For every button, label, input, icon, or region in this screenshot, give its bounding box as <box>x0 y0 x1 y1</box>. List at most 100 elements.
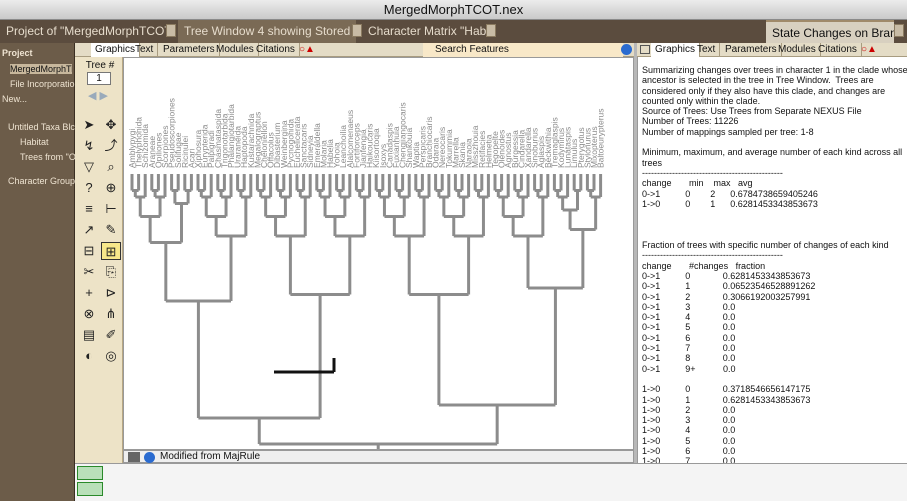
taxon-label[interactable]: Isoxys <box>378 144 388 168</box>
pointer-icon[interactable]: ➤ <box>83 117 95 132</box>
pencil-icon[interactable]: ✎ <box>105 222 117 237</box>
mode-eye-icon[interactable] <box>77 466 103 480</box>
taxon-label[interactable]: Palpigradi <box>206 130 216 168</box>
taxon-label[interactable]: Marrella <box>450 137 460 168</box>
ruler-icon[interactable]: ⊢ <box>105 201 117 216</box>
taxon-label[interactable]: Molaria <box>318 140 328 168</box>
add-taxon-icon[interactable]: ⊕ <box>105 180 117 195</box>
expand-icon[interactable]: ⊞ <box>101 242 121 260</box>
magnify-icon[interactable]: ⌕ <box>107 159 115 174</box>
pane-divider[interactable] <box>634 43 637 463</box>
taxon-label[interactable]: Fortiforceps <box>351 123 361 168</box>
taxon-label[interactable]: Aglaspis <box>536 136 546 168</box>
taxon-label[interactable]: Sanctacaris <box>299 124 309 168</box>
taxon-label[interactable]: Xandarella <box>523 127 533 168</box>
taxon-label[interactable]: Emeraldella <box>312 123 322 168</box>
plus-icon[interactable]: + <box>85 285 93 300</box>
taxon-label[interactable]: Perspicaris <box>417 126 427 168</box>
taxon-label[interactable]: Cheloniellon <box>259 121 269 168</box>
taxon-label[interactable]: Kustarachnida <box>246 113 256 168</box>
tree-icon[interactable]: ⋔ <box>105 306 117 321</box>
collapse-icon[interactable]: ⊟ <box>83 243 95 258</box>
sidebar-item-habitat[interactable]: Habitat <box>20 137 49 147</box>
taxon-label[interactable]: Haptopoda <box>239 126 249 168</box>
tab-graphics[interactable]: Graphics <box>91 43 141 57</box>
taxon-label[interactable]: Olenoides <box>497 130 507 168</box>
tab-text[interactable]: Text <box>131 43 159 57</box>
warning-icon[interactable]: ○▲ <box>299 44 315 55</box>
tab-modules[interactable]: Modules <box>774 43 821 57</box>
taxon-label[interactable]: Phalangiotarbida <box>226 104 236 168</box>
book-icon[interactable]: ▤ <box>82 327 96 342</box>
tab-close-icon[interactable] <box>486 24 496 37</box>
taxon-label[interactable]: Leanchoilia <box>338 125 348 168</box>
tab-tree-window[interactable]: Tree Window 4 showing Stored Trees <box>178 20 356 43</box>
taxon-label[interactable]: Kodymirus <box>556 128 566 168</box>
question-icon[interactable]: ? <box>85 180 93 195</box>
taxon-label[interactable]: Xiphosura <box>193 129 203 168</box>
tab-close-icon[interactable] <box>352 24 362 37</box>
tab-state-changes[interactable]: State Changes on Branches <box>766 20 894 43</box>
tree-number-field[interactable]: 1 <box>87 72 111 85</box>
note-icon[interactable]: ✐ <box>105 327 117 342</box>
taxon-label[interactable]: Mixopterus <box>589 126 599 168</box>
taxon-label[interactable]: Fuxianhuia <box>391 126 401 168</box>
triangle-icon[interactable]: ▽ <box>84 159 94 174</box>
info-icon[interactable] <box>144 452 155 463</box>
taxon-label[interactable]: Megalograptus <box>252 112 262 168</box>
tab-parameters[interactable]: Parameters <box>159 43 220 57</box>
taxon-label[interactable]: Skania <box>457 142 467 168</box>
tab-graphics[interactable]: Graphics <box>651 43 701 57</box>
taxon-label[interactable]: Dibasterium <box>272 123 282 168</box>
sidebar-item-incorporation[interactable]: File Incorporatio <box>10 79 75 89</box>
taxon-label[interactable]: Naraoia <box>464 138 474 168</box>
taxon-label[interactable]: Kiisortoqia <box>371 128 381 168</box>
tab-text[interactable]: Text <box>693 43 721 57</box>
taxon-label[interactable]: Canadaspis <box>384 123 394 168</box>
taxon-label[interactable]: Opiliones <box>153 133 163 168</box>
search-features-button[interactable]: Search Features <box>423 43 623 57</box>
taxon-label[interactable]: Offacolus <box>266 132 276 168</box>
taxon-label[interactable]: Tegopelte <box>490 131 500 168</box>
taxon-label[interactable]: Sidneyia <box>305 135 315 168</box>
sidebar-item-trees[interactable]: Trees from "O <box>20 152 76 162</box>
paste-icon[interactable]: ⎘ <box>105 264 117 279</box>
swap-icon[interactable]: ↯ <box>83 138 95 153</box>
taxon-label[interactable]: Sinoburius <box>530 128 540 168</box>
taxon-label[interactable]: Misszhouia <box>470 125 480 168</box>
taxon-label[interactable]: Burgessia <box>510 130 520 168</box>
sidebar-item-taxa[interactable]: Untitled Taxa Blc <box>8 122 75 132</box>
taxon-label[interactable]: Araneae <box>147 136 157 168</box>
taxon-label[interactable]: Helmetia <box>483 134 493 168</box>
tab-character-matrix[interactable]: Character Matrix "Habitat" <box>368 24 486 38</box>
taxon-label[interactable]: Eurypterida <box>200 124 210 168</box>
taxon-label[interactable]: Waptia <box>411 142 421 168</box>
taxon-label[interactable]: Ricinulei <box>180 136 190 168</box>
taxon-label[interactable]: Shankouia <box>404 128 414 168</box>
info-icon[interactable] <box>621 44 632 55</box>
taxon-label[interactable]: Alalcomenaeus <box>345 110 355 168</box>
taxon-label[interactable]: Acari <box>186 149 196 168</box>
reroot-icon[interactable]: ⤴ <box>104 138 118 153</box>
taxon-label[interactable]: Pseudoscorpiones <box>167 98 177 168</box>
taxon-label[interactable]: Uraraneida <box>233 126 243 168</box>
taxon-label[interactable]: Habelia <box>325 139 335 168</box>
sidebar-item-character-groups[interactable]: Character Groups <box>8 176 80 186</box>
arrow-icon[interactable]: ↗ <box>83 222 95 237</box>
tab-close-icon[interactable] <box>894 24 904 37</box>
taxon-label[interactable]: Pterygotus <box>576 127 586 168</box>
taxon-label[interactable]: Trigonotarbida <box>219 113 229 168</box>
sidebar-item-file[interactable]: MergedMorphTi <box>10 64 72 74</box>
tree-svg[interactable]: AmblypygiThelyphonidaSchizomidaAraneaeOp… <box>124 58 633 464</box>
window-close-icon[interactable] <box>640 45 650 54</box>
taxon-label[interactable]: Chasmataspida <box>213 109 223 168</box>
color-icon[interactable]: ◐ <box>85 348 93 363</box>
taxon-label[interactable]: Schizomida <box>140 124 150 168</box>
taxon-label[interactable]: Solifugae <box>173 132 183 168</box>
mode-eye-icon[interactable] <box>77 482 103 496</box>
tab-close-icon[interactable] <box>166 24 176 37</box>
taxon-label[interactable]: Lunataspis <box>563 127 573 168</box>
tab-parameters[interactable]: Parameters <box>721 43 782 57</box>
legend-icon[interactable] <box>128 452 140 462</box>
